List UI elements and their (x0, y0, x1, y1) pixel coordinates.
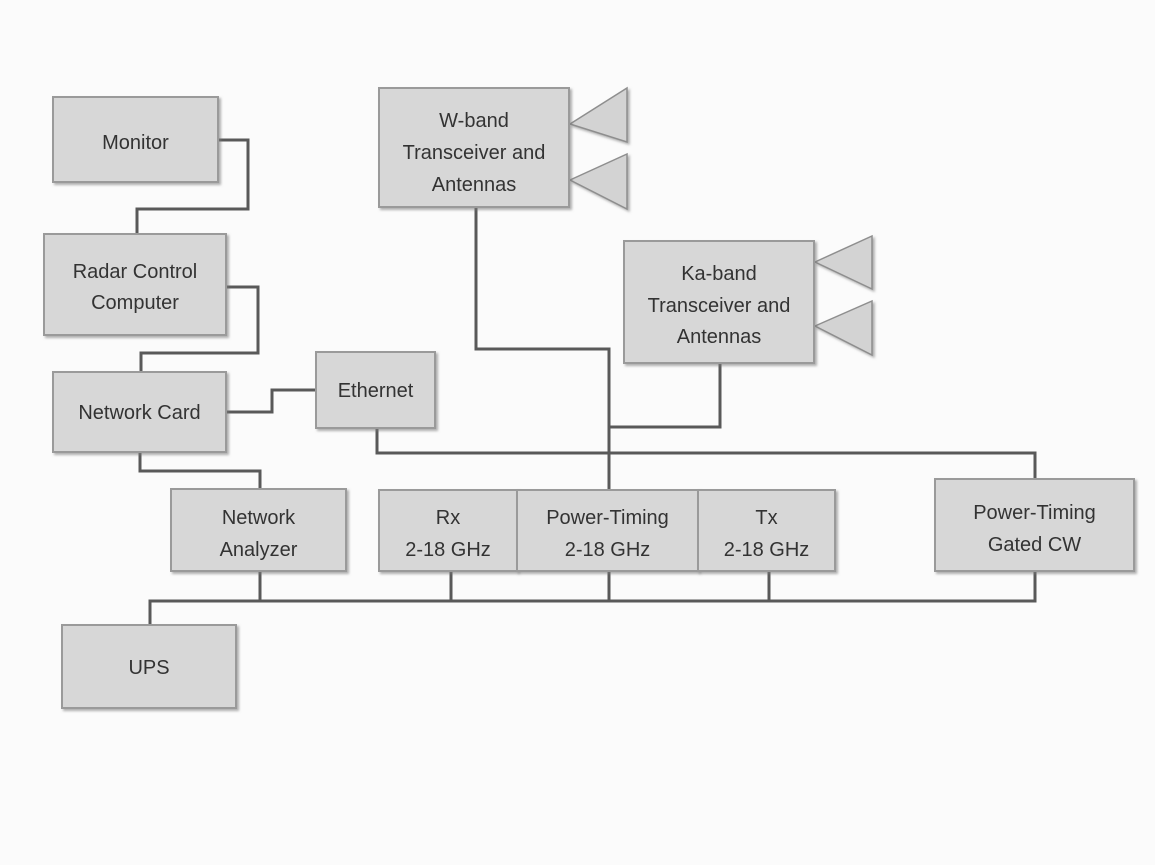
wire-bus-to-ups (148, 599, 260, 625)
ka-band-label-line1: Ka-band (681, 263, 757, 285)
ka-band-label-line3: Antennas (677, 326, 762, 348)
ups-box: UPS (61, 624, 237, 709)
ka-band-lower-horn-icon (813, 299, 873, 357)
w-band-lower-horn-icon (568, 152, 628, 211)
w-band-label-line1: W-band (439, 110, 509, 132)
w-band-upper-horn-icon (568, 86, 628, 144)
power-timing-label-line1: Power-Timing (546, 507, 669, 529)
wire-kaband-to-power-timing (609, 363, 722, 429)
wire-network-card-to-ethernet (226, 388, 316, 414)
tx-label-line1: Tx (755, 507, 777, 529)
wire-computer-to-network-card (139, 285, 260, 372)
ka-band-label-line2: Transceiver and (648, 295, 791, 317)
monitor-box: Monitor (52, 96, 219, 183)
power-timing-gated-label-line2: Gated CW (988, 534, 1081, 556)
monitor-label: Monitor (102, 132, 169, 154)
power-timing-gated-cw-box: Power-Timing Gated CW (934, 478, 1135, 572)
w-band-label-line2: Transceiver and (403, 142, 546, 164)
network-analyzer-label-line1: Network (222, 507, 296, 529)
network-card-box: Network Card (52, 371, 227, 453)
rx-label-line1: Rx (436, 507, 460, 529)
w-band-label-line3: Antennas (432, 174, 517, 196)
network-analyzer-label-line2: Analyzer (220, 539, 298, 561)
ethernet-box: Ethernet (315, 351, 436, 429)
ups-label: UPS (128, 657, 169, 679)
connection-wires (135, 138, 1037, 625)
radar-control-computer-label-line2: Computer (91, 292, 179, 314)
ka-band-transceiver-box: Ka-band Transceiver and Antennas (623, 240, 815, 364)
ethernet-label: Ethernet (338, 380, 414, 402)
wire-wband-to-power-timing (474, 207, 611, 490)
ka-band-antenna-icons (813, 234, 873, 357)
power-timing-label-line2: 2-18 GHz (565, 539, 651, 561)
w-band-transceiver-box: W-band Transceiver and Antennas (378, 87, 570, 208)
power-timing-gated-label-line1: Power-Timing (973, 502, 1096, 524)
wire-network-card-to-analyzer (138, 452, 262, 489)
wire-ethernet-to-gated-cw (375, 428, 1037, 479)
wire-monitor-to-computer (135, 138, 250, 236)
tx-box: Tx 2-18 GHz (697, 489, 836, 572)
radar-control-computer-label-line1: Radar Control (73, 261, 198, 283)
rx-box: Rx 2-18 GHz (378, 489, 518, 572)
rx-label-line2: 2-18 GHz (405, 539, 491, 561)
wire-power-bus (258, 571, 1037, 603)
radar-control-computer-box: Radar Control Computer (43, 233, 227, 336)
w-band-antenna-icons (568, 86, 628, 211)
network-card-label: Network Card (78, 402, 200, 424)
ka-band-upper-horn-icon (813, 234, 873, 291)
network-analyzer-box: Network Analyzer (170, 488, 347, 572)
tx-label-line2: 2-18 GHz (724, 539, 810, 561)
power-timing-box: Power-Timing 2-18 GHz (516, 489, 699, 572)
